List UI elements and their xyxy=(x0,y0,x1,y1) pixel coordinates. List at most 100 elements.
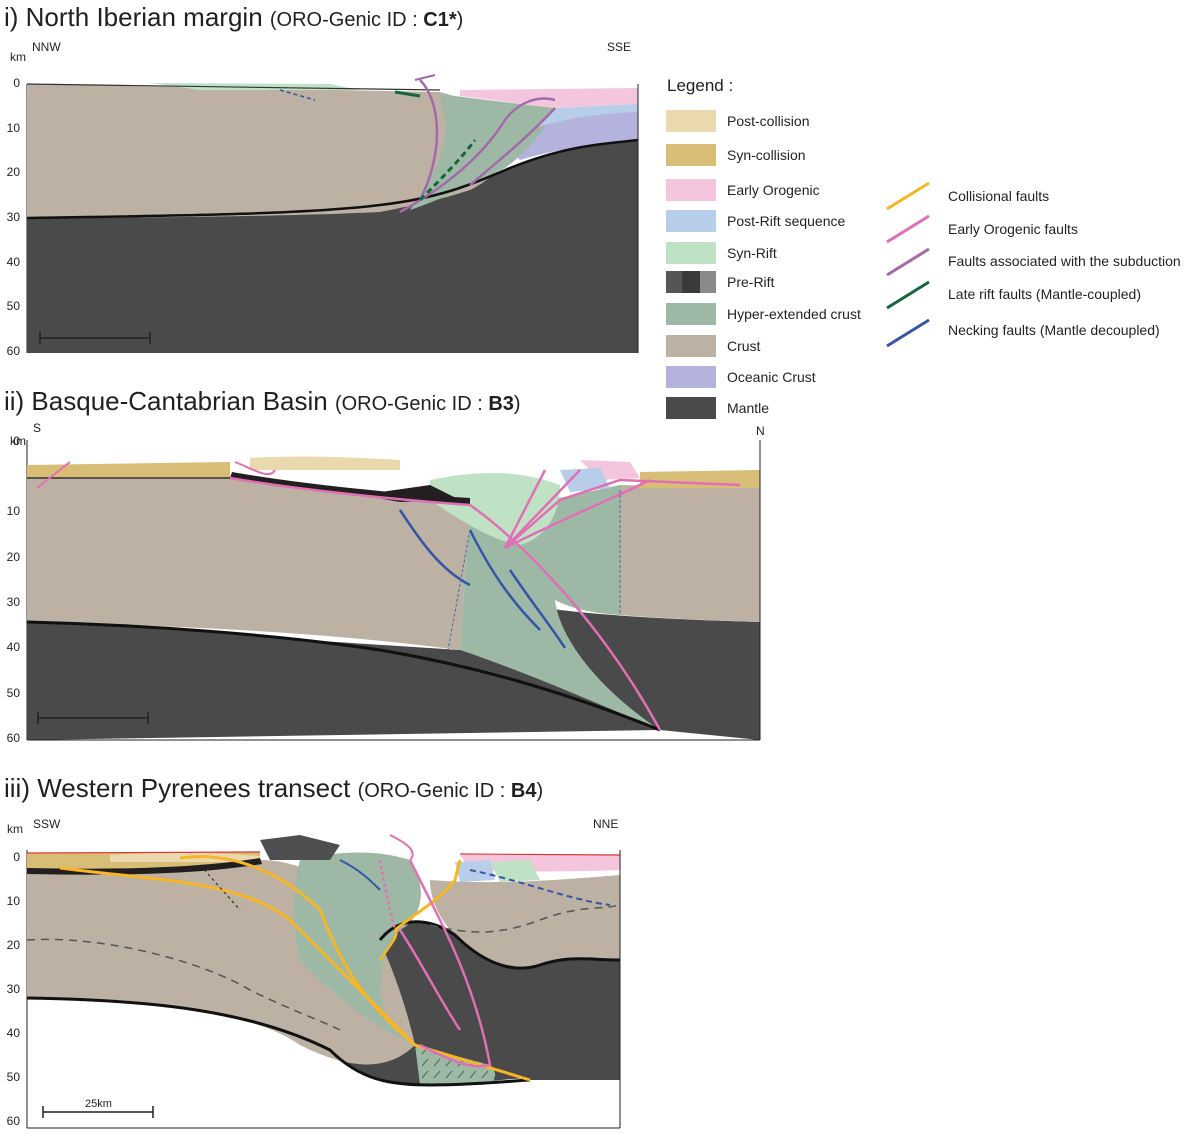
collisional-fault-swatch xyxy=(886,181,930,211)
legend-swatch xyxy=(666,110,716,132)
section-1-tick: 30 xyxy=(6,210,20,224)
legend-swatch xyxy=(666,303,716,325)
section-1-crust xyxy=(27,84,511,218)
section-3-dir-right: NNE xyxy=(593,817,619,831)
legend-label: Pre-Rift xyxy=(727,274,775,290)
necking-fault-swatch xyxy=(886,318,930,348)
section-3-diagram xyxy=(26,834,621,1129)
section-1-tick: 40 xyxy=(6,255,20,269)
section-2-mantle xyxy=(27,580,760,740)
section-1-id-label: (ORO-Genic ID : xyxy=(269,9,424,31)
legend-label: Mantle xyxy=(727,400,770,416)
section-1-scale-bar xyxy=(39,332,151,344)
section-2-mantle-base xyxy=(27,622,660,740)
section-1-tick: 0 xyxy=(13,76,20,90)
legend-label: Early Orogenic xyxy=(727,182,820,198)
legend-label: Crust xyxy=(727,338,761,354)
legend-swatch xyxy=(666,397,716,419)
legend-title: Legend : xyxy=(667,76,734,95)
section-3-title: iii) Western Pyrenees transect (ORO-Geni… xyxy=(4,773,543,804)
legend-fault-label: Early Orogenic faults xyxy=(948,221,1078,237)
section-2-tick: 0 xyxy=(13,434,20,448)
section-3-id-close: ) xyxy=(536,780,544,802)
section-3-tick: 10 xyxy=(6,894,20,908)
section-2-dir-left: S xyxy=(33,421,42,435)
section-2-syn-collision-right xyxy=(640,470,760,488)
legend-label: Oceanic Crust xyxy=(727,369,816,385)
section-3-hyperextended-crust xyxy=(294,852,421,1045)
section-3-hyperextended-hatched xyxy=(415,1045,496,1085)
section-3-dir-left: SSW xyxy=(33,817,61,831)
section-1-oceanic-crust xyxy=(513,112,638,160)
section-1-dir-right: SSE xyxy=(607,40,632,54)
section-3-crust-right xyxy=(430,875,620,969)
section-1-id-close: ) xyxy=(456,9,464,31)
section-1-title: i) North Iberian margin (ORO-Genic ID : … xyxy=(4,2,463,33)
section-2-id-close: ) xyxy=(513,393,521,415)
legend-fault-label: Collisional faults xyxy=(948,188,1050,204)
section-1-tick: 20 xyxy=(6,165,20,179)
section-1-tick: 50 xyxy=(6,299,20,313)
legend-label: Hyper-extended crust xyxy=(727,306,861,322)
section-2-post-collision xyxy=(250,456,400,470)
section-1-tick: 60 xyxy=(6,344,20,358)
legend-fault-label: Faults associated with the subduction xyxy=(948,253,1181,269)
section-3-tick: 40 xyxy=(6,1026,20,1040)
legend-swatch xyxy=(666,366,716,388)
section-2-tick: 10 xyxy=(6,504,20,518)
legend-fault-lines xyxy=(886,181,930,348)
section-3-scale-label: 25km xyxy=(85,1098,112,1110)
section-3-tick: 30 xyxy=(6,982,20,996)
legend-label: Post-Rift sequence xyxy=(727,213,846,229)
section-1-post-rift xyxy=(535,104,638,128)
section-1-unit: km xyxy=(10,50,26,64)
early-orogenic-fault-swatch xyxy=(886,214,930,244)
legend-fault-label: Late rift faults (Mantle-coupled) xyxy=(948,286,1141,302)
section-1-title-main: i) North Iberian margin xyxy=(4,2,263,32)
section-2-post-rift xyxy=(560,468,610,492)
subduction-fault-swatch xyxy=(886,247,930,277)
legend-swatch xyxy=(666,210,716,232)
section-2-id-label: (ORO-Genic ID : xyxy=(334,393,489,415)
section-1-id: C1* xyxy=(423,9,457,31)
legend-swatch xyxy=(666,242,716,264)
late-rift-fault-swatch xyxy=(886,280,930,310)
section-2-title-main: ii) Basque-Cantabrian Basin xyxy=(4,386,328,416)
section-3-tick: 50 xyxy=(6,1070,20,1084)
section-2-syn-collision-left xyxy=(27,462,230,478)
section-3-pre-rift xyxy=(260,835,340,860)
section-1-dir-left: NNW xyxy=(32,40,61,54)
section-2-tick: 50 xyxy=(6,686,20,700)
legend-label: Post-collision xyxy=(727,113,810,129)
section-2-tick: 40 xyxy=(6,640,20,654)
section-2-crust-right xyxy=(620,485,760,622)
section-3-scale-bar xyxy=(42,1106,154,1118)
section-3-title-main: iii) Western Pyrenees transect xyxy=(4,773,351,803)
section-3-tick: 60 xyxy=(6,1114,20,1128)
section-3-tick: 20 xyxy=(6,938,20,952)
legend-swatch xyxy=(666,271,716,293)
section-3-unit: km xyxy=(7,822,23,836)
legend-swatch xyxy=(666,335,716,357)
section-2-id: B3 xyxy=(488,393,514,415)
section-2-tick: 20 xyxy=(6,550,20,564)
legend-swatch xyxy=(666,179,716,201)
section-3-syn-rift xyxy=(490,860,540,882)
legend-label: Syn-Rift xyxy=(727,245,777,261)
section-2-title: ii) Basque-Cantabrian Basin (ORO-Genic I… xyxy=(4,386,521,417)
section-2-tick: 60 xyxy=(6,731,20,745)
section-1-mantle xyxy=(27,140,638,353)
section-2-dir-right: N xyxy=(756,424,765,438)
legend-label: Syn-collision xyxy=(727,147,806,163)
section-3-tick: 0 xyxy=(13,850,20,864)
section-1-diagram xyxy=(26,74,639,353)
section-2-diagram xyxy=(26,440,761,741)
section-3-id: B4 xyxy=(510,780,537,802)
section-2-tick: 30 xyxy=(6,595,20,609)
section-2-crust-left xyxy=(27,475,470,650)
section-3-id-label: (ORO-Genic ID : xyxy=(357,780,511,802)
section-2-unit: km xyxy=(10,434,26,448)
section-1-tick: 10 xyxy=(6,121,20,135)
legend-swatch xyxy=(666,144,716,166)
